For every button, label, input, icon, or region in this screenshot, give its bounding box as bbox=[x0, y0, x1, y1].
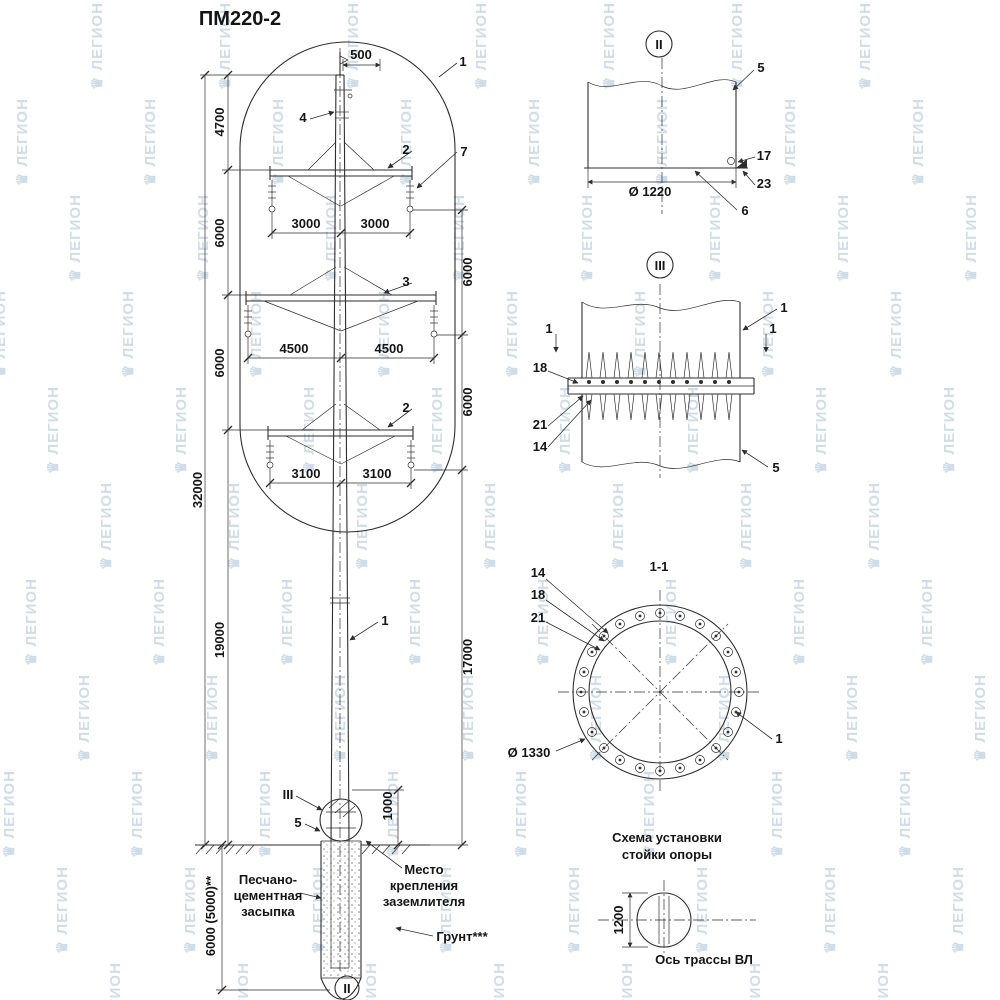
dim-6000-right-b: 6000 bbox=[460, 388, 475, 417]
dim-4700: 4700 bbox=[212, 108, 227, 137]
callout-18: 18 bbox=[533, 360, 547, 375]
insulator-string bbox=[244, 305, 438, 338]
soil-label: Грунт*** bbox=[436, 929, 488, 944]
backfill-label: Песчано- bbox=[239, 872, 297, 887]
callout-2-bottom: 2 bbox=[402, 400, 409, 415]
dim-6000-left-b: 6000 bbox=[212, 349, 227, 378]
callout-2-top: 2 bbox=[402, 142, 409, 157]
detail-iii-view: III 1 bbox=[533, 251, 788, 478]
dim-dia-1330: Ø 1330 bbox=[508, 745, 551, 760]
callout-7: 7 bbox=[460, 144, 467, 159]
dim-6000-left-a: 6000 bbox=[212, 219, 227, 248]
section-mark-right: 1 bbox=[769, 321, 776, 336]
callout-1-top: 1 bbox=[459, 54, 466, 69]
scheme-title: Схема установки bbox=[612, 830, 722, 845]
callout-23: 23 bbox=[757, 176, 771, 191]
callout-1-shaft: 1 bbox=[381, 613, 388, 628]
page-title: ПМ220-2 bbox=[199, 8, 281, 30]
section-title: 1-1 bbox=[650, 559, 669, 574]
dim-3000-right: 3000 bbox=[361, 216, 390, 231]
dim-3100-right: 3100 bbox=[363, 466, 392, 481]
callout-5-detail-iii: 5 bbox=[772, 460, 779, 475]
dim-17000: 17000 bbox=[460, 639, 475, 675]
callout-detail-iii: III bbox=[283, 787, 294, 802]
dim-4500-right: 4500 bbox=[375, 341, 404, 356]
insulator-string bbox=[268, 180, 414, 213]
axis-label: Ось трассы ВЛ bbox=[655, 952, 753, 967]
dim-19000: 19000 bbox=[212, 622, 227, 658]
dim-6000-5000: 6000 (5000)** bbox=[203, 875, 218, 956]
dim-1000: 1000 bbox=[380, 792, 395, 821]
callout-17: 17 bbox=[757, 148, 771, 163]
callout-21: 21 bbox=[533, 417, 547, 432]
callout-4: 4 bbox=[299, 110, 307, 125]
backfill-label: засыпка bbox=[241, 904, 295, 919]
callout-1-section: 1 bbox=[775, 731, 782, 746]
dim-3100-left: 3100 bbox=[292, 466, 321, 481]
elevation-view: 500 1 4 2 bbox=[190, 41, 489, 1000]
scheme-title: стойки опоры bbox=[622, 847, 712, 862]
dim-dia-1220: Ø 1220 bbox=[629, 184, 672, 199]
callout-14: 14 bbox=[533, 439, 548, 454]
section-mark-left: 1 bbox=[545, 321, 552, 336]
callout-5-main: 5 bbox=[294, 815, 301, 830]
detail-ii-marker: II bbox=[655, 37, 662, 52]
dim-500: 500 bbox=[350, 47, 372, 62]
detail-ii-view: II Ø 1220 5 17 23 6 bbox=[584, 30, 771, 218]
dim-3000-left: 3000 bbox=[292, 216, 321, 231]
dim-6000-right-a: 6000 bbox=[460, 258, 475, 287]
insulator-string bbox=[266, 440, 415, 469]
dim-32000: 32000 bbox=[190, 472, 205, 508]
earthing-label: крепления bbox=[390, 878, 458, 893]
callout-18-section: 18 bbox=[531, 587, 545, 602]
ground-hatch bbox=[195, 844, 411, 855]
callout-5-detail-ii: 5 bbox=[757, 60, 764, 75]
dim-4500-left: 4500 bbox=[280, 341, 309, 356]
flange-bolts bbox=[587, 380, 731, 384]
installation-scheme-view: Схема установки стойки опоры 1200 Ось тр… bbox=[598, 830, 756, 967]
section-1-1-view: 1-1 bbox=[508, 559, 783, 794]
callout-1-detail-iii: 1 bbox=[780, 300, 787, 315]
callout-6: 6 bbox=[741, 203, 748, 218]
dim-1200: 1200 bbox=[611, 906, 626, 935]
earthing-label: Место bbox=[404, 862, 443, 877]
earthing-label: заземлителя bbox=[383, 894, 465, 909]
callout-14-section: 14 bbox=[531, 565, 546, 580]
callout-3: 3 bbox=[402, 274, 409, 289]
callout-21-section: 21 bbox=[531, 610, 545, 625]
detail-ii-marker-bottom: II bbox=[343, 981, 350, 996]
backfill-label: цементная bbox=[234, 888, 303, 903]
detail-iii-marker: III bbox=[655, 258, 666, 273]
